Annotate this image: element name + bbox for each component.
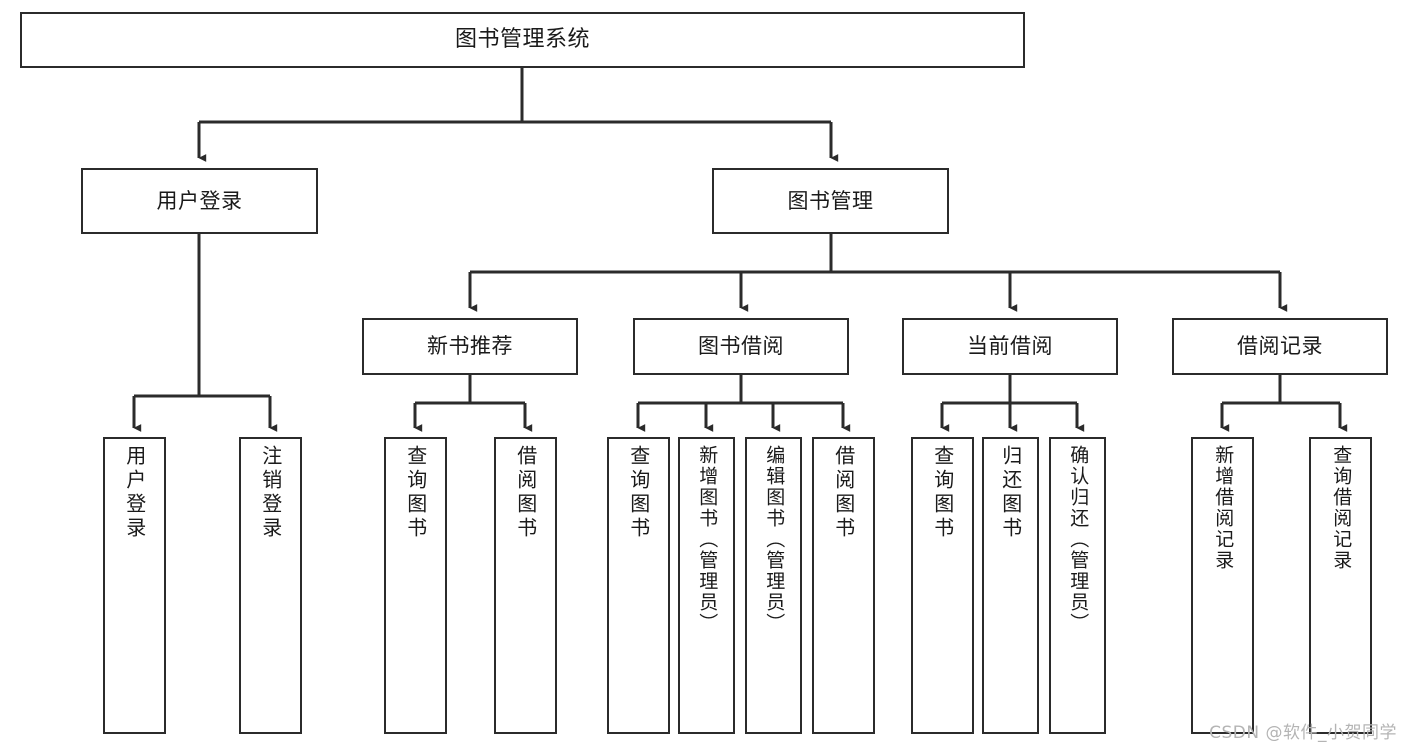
leaf-user-login-logout[interactable]: 注销登录 <box>239 437 302 734</box>
node-label: 借阅记录 <box>1237 334 1323 359</box>
leaf-recommend-borrow-book[interactable]: 借阅图书 <box>494 437 557 734</box>
node-label: 当前借阅 <box>967 334 1053 359</box>
node-label: 图书管理系统 <box>454 27 590 53</box>
leaf-recommend-query-book[interactable]: 查询图书 <box>384 437 447 734</box>
node-book-borrow[interactable]: 图书借阅 <box>633 318 849 375</box>
node-label: 新书推荐 <box>427 334 513 359</box>
node-label: 图书管理 <box>787 188 874 213</box>
node-label: 归还图书 <box>998 445 1023 541</box>
leaf-current-query-book[interactable]: 查询图书 <box>911 437 974 734</box>
node-label: 图书借阅 <box>698 334 784 359</box>
node-label: 查询图书 <box>403 445 428 541</box>
node-label: 确认归还（管理员） <box>1067 445 1090 634</box>
node-label: 查询借阅记录 <box>1330 445 1353 571</box>
node-label: 借阅图书 <box>513 445 538 541</box>
leaf-borrow-edit-book-admin[interactable]: 编辑图书（管理员） <box>745 437 802 734</box>
node-label: 查询图书 <box>626 445 651 541</box>
node-current-borrow[interactable]: 当前借阅 <box>902 318 1118 375</box>
node-label: 新增借阅记录 <box>1212 445 1235 571</box>
node-root-system[interactable]: 图书管理系统 <box>20 12 1025 68</box>
node-label: 查询图书 <box>930 445 955 541</box>
node-label: 新增图书（管理员） <box>696 445 719 634</box>
leaf-borrow-borrow-book[interactable]: 借阅图书 <box>812 437 875 734</box>
node-book-management[interactable]: 图书管理 <box>712 168 949 234</box>
leaf-current-confirm-return-admin[interactable]: 确认归还（管理员） <box>1049 437 1106 734</box>
node-label: 用户登录 <box>122 445 147 541</box>
leaf-borrow-query-book[interactable]: 查询图书 <box>607 437 670 734</box>
node-borrow-record[interactable]: 借阅记录 <box>1172 318 1388 375</box>
node-label: 注销登录 <box>258 445 283 541</box>
leaf-current-return-book[interactable]: 归还图书 <box>982 437 1039 734</box>
watermark-text: CSDN @软件_小贺同学 <box>1209 723 1397 743</box>
node-new-book-recommend[interactable]: 新书推荐 <box>362 318 578 375</box>
leaf-user-login-login[interactable]: 用户登录 <box>103 437 166 734</box>
node-label: 借阅图书 <box>831 445 856 541</box>
node-label: 用户登录 <box>156 188 243 213</box>
leaf-record-query-record[interactable]: 查询借阅记录 <box>1309 437 1372 734</box>
node-label: 编辑图书（管理员） <box>763 445 786 634</box>
leaf-record-add-record[interactable]: 新增借阅记录 <box>1191 437 1254 734</box>
node-user-login[interactable]: 用户登录 <box>81 168 318 234</box>
leaf-borrow-add-book-admin[interactable]: 新增图书（管理员） <box>678 437 735 734</box>
